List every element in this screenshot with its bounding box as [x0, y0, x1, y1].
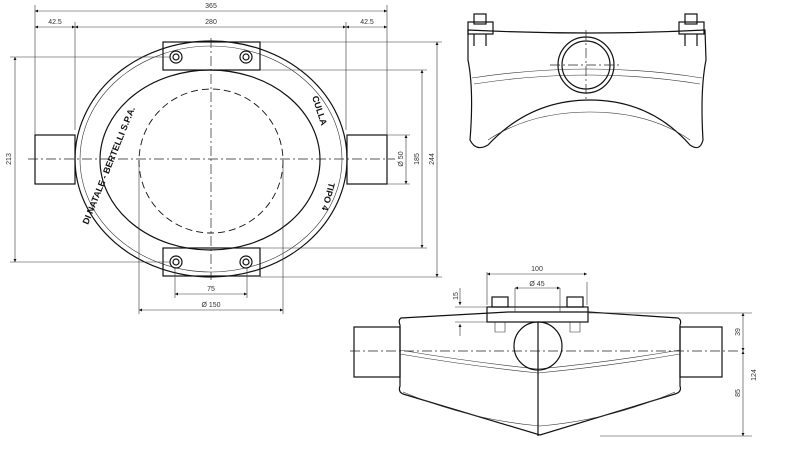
dim-244: 244 [429, 153, 436, 165]
dim-d45: Ø 45 [529, 281, 544, 288]
product-marking: CULLA [310, 95, 329, 128]
type-marking: TIPO 4 [320, 181, 337, 211]
dim-280: 280 [205, 19, 217, 26]
inner-opening [99, 69, 321, 251]
dim-39: 39 [735, 328, 742, 336]
left-pipe [34, 134, 76, 185]
dim-213: 213 [6, 153, 13, 165]
dim-d50: Ø 50 [398, 151, 405, 166]
dim-185: 185 [414, 153, 421, 165]
dim-75: 75 [207, 286, 215, 293]
top-view: DI NATALE - BERTELLI S.P.A. CULLA TIPO 4… [6, 3, 442, 314]
side-view [467, 13, 707, 149]
dim-100: 100 [531, 266, 543, 273]
front-view: 100 Ø 45 15 39 85 124 [350, 266, 758, 437]
bolt-icons [169, 50, 253, 269]
dim-365: 365 [205, 3, 217, 10]
dim-85: 85 [735, 389, 742, 397]
maker-marking: DI NATALE - BERTELLI S.P.A. [81, 105, 137, 226]
dim-d150: Ø 150 [201, 302, 220, 309]
right-pipe [346, 134, 388, 185]
dim-15: 15 [453, 292, 460, 300]
dim-42-5-right: 42.5 [360, 19, 374, 26]
top-clamp [162, 41, 261, 71]
dim-42-5-left: 42.5 [48, 19, 62, 26]
dim-124: 124 [751, 369, 758, 381]
